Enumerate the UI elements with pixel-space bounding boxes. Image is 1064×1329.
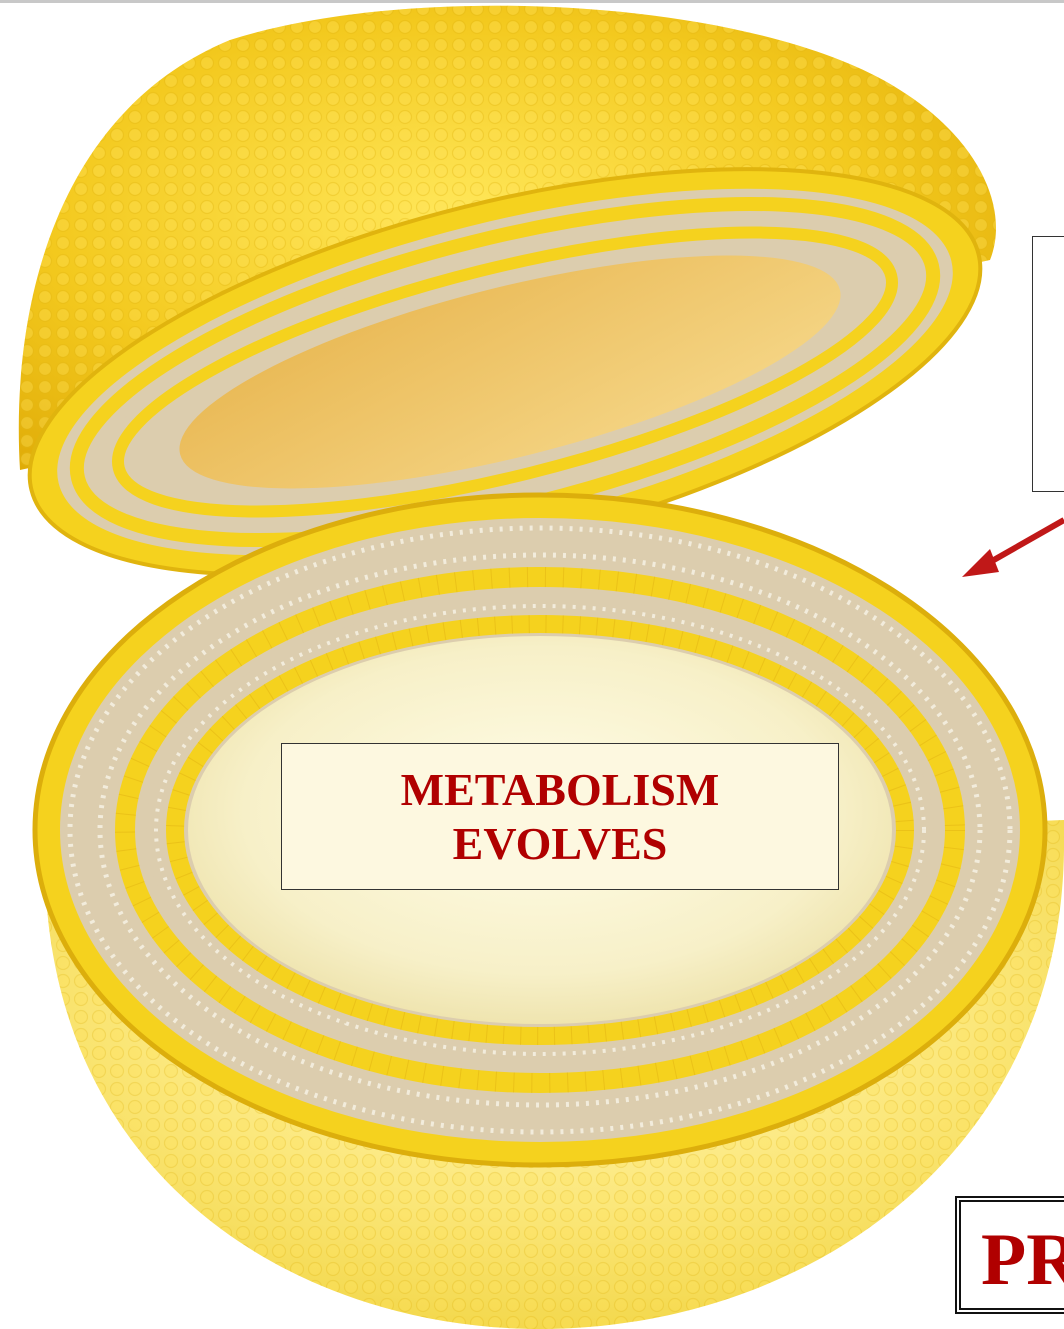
corner-title-box: PR — [955, 1196, 1064, 1314]
bottom-bowl — [35, 495, 1064, 1329]
side-label-box — [1032, 236, 1064, 492]
arrow-icon — [962, 520, 1064, 577]
label-line-1: METABOLISM — [401, 763, 720, 817]
label-line-2: EVOLVES — [453, 817, 668, 871]
corner-title-text: PR — [981, 1220, 1064, 1300]
metabolism-label-box: METABOLISM EVOLVES — [281, 743, 839, 890]
